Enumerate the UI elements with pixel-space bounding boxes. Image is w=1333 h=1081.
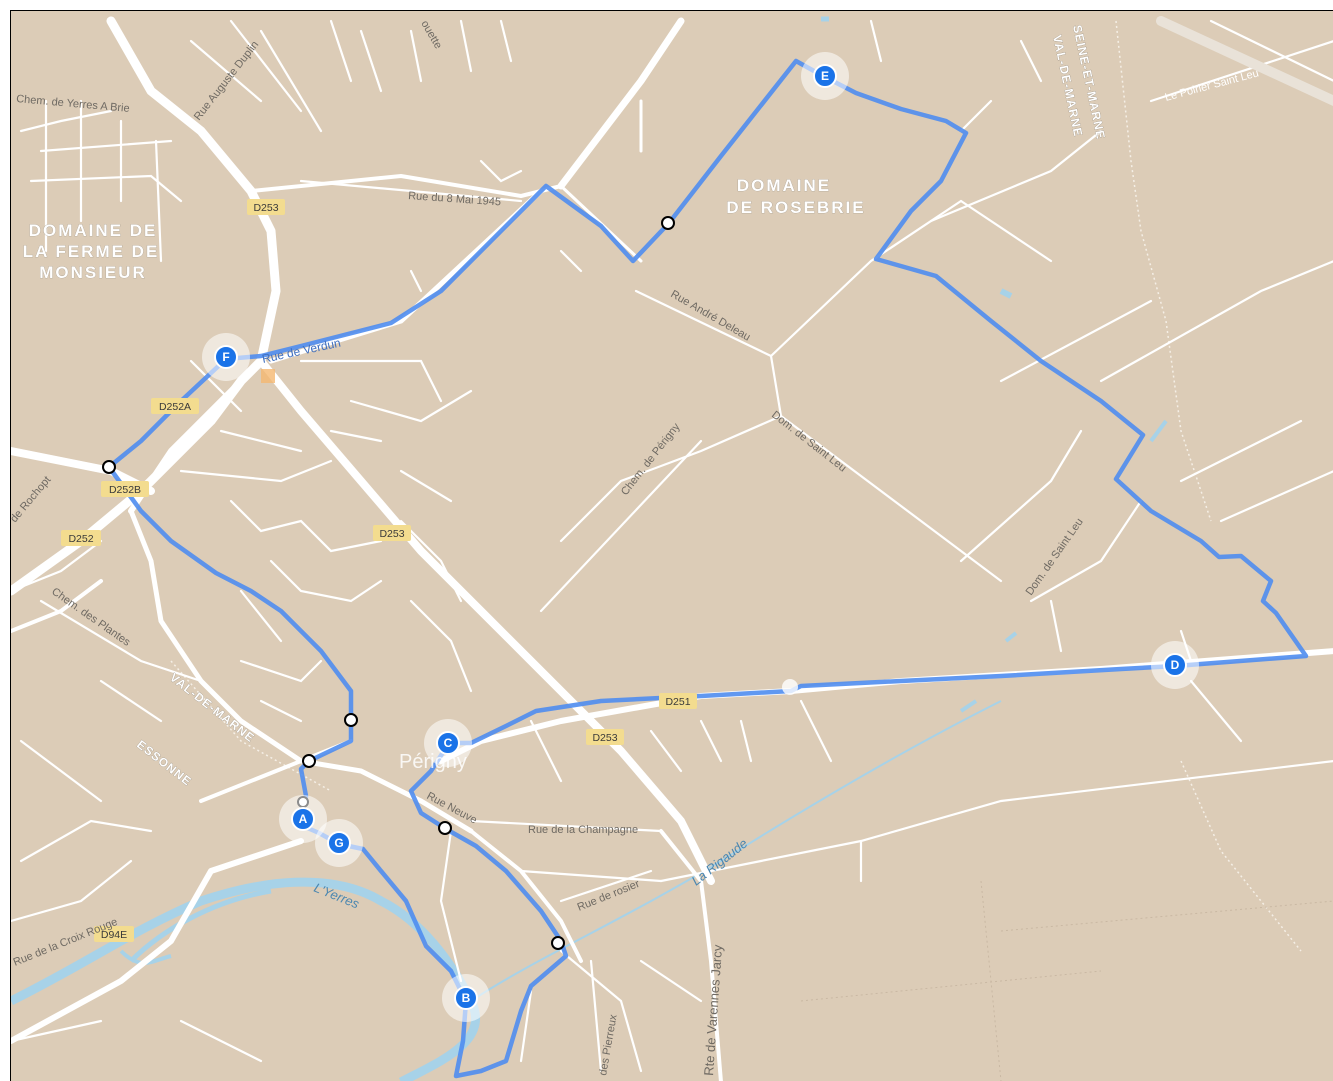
minor-roads (11, 19, 1333, 1073)
waypoint-dot[interactable] (551, 936, 565, 950)
shield-d252: D252 (61, 530, 101, 546)
marker-f[interactable]: F (202, 333, 250, 381)
poi-square (261, 369, 275, 383)
waypoint-dot[interactable] (302, 754, 316, 768)
route-markers[interactable]: A G B C D E F (202, 52, 1199, 1022)
district-label: DOMAINE DE (29, 221, 158, 240)
field-borders (800, 880, 1333, 1081)
svg-text:G: G (334, 836, 343, 850)
svg-text:E: E (821, 69, 829, 83)
svg-text:Rue de la Champagne: Rue de la Champagne (528, 824, 638, 836)
map-canvas[interactable]: D253 D252A D252B D252 D253 D251 D253 D94… (11, 11, 1333, 1081)
route-path[interactable] (106, 58, 1309, 1079)
land-area (11, 11, 1333, 1081)
district-labels: DOMAINE DE ROSEBRIE DOMAINE DE LA FERME … (22, 176, 865, 283)
waypoint-dot[interactable] (438, 821, 452, 835)
shield-d253-top: D253 (247, 199, 285, 215)
svg-text:D252: D252 (68, 533, 93, 545)
road-shields: D253 D252A D252B D252 D253 D251 D253 D94… (61, 199, 697, 942)
shield-d253-mid: D253 (373, 525, 411, 541)
svg-text:A: A (299, 812, 308, 826)
district-label: LA FERME DE (23, 242, 160, 261)
marker-c[interactable]: C (424, 719, 472, 767)
svg-text:F: F (222, 350, 229, 364)
marker-e[interactable]: E (801, 52, 849, 100)
waypoint-dot[interactable] (661, 216, 675, 230)
department-borders (170, 20, 1302, 952)
district-label: DE ROSEBRIE (726, 198, 865, 217)
svg-text:D253: D253 (379, 528, 404, 540)
svg-text:D253: D253 (253, 202, 278, 214)
svg-text:C: C (444, 736, 453, 750)
shield-d253-low: D253 (586, 729, 624, 745)
svg-text:B: B (462, 991, 471, 1005)
svg-text:D252B: D252B (109, 484, 141, 496)
map-frame[interactable]: D253 D252A D252B D252 D253 D251 D253 D94… (10, 10, 1333, 1081)
district-label: MONSIEUR (39, 263, 147, 282)
shield-d251: D251 (659, 693, 697, 709)
shield-d252a: D252A (151, 398, 199, 414)
waypoint-dot[interactable] (344, 713, 358, 727)
svg-text:D: D (1171, 658, 1180, 672)
route-junction (782, 679, 798, 695)
marker-d[interactable]: D (1151, 641, 1199, 689)
marker-g[interactable]: G (315, 819, 363, 867)
marker-a[interactable]: A (279, 795, 327, 843)
waypoint-dot[interactable] (102, 460, 116, 474)
svg-text:D253: D253 (592, 732, 617, 744)
svg-text:D252A: D252A (159, 401, 191, 413)
svg-text:D251: D251 (665, 696, 690, 708)
shield-d94e: D94E (94, 926, 134, 942)
marker-b[interactable]: B (442, 974, 490, 1022)
shield-d252b: D252B (101, 481, 149, 497)
svg-text:D94E: D94E (101, 929, 127, 941)
waypoint-dots[interactable] (102, 216, 675, 950)
district-label: DOMAINE (737, 176, 831, 195)
